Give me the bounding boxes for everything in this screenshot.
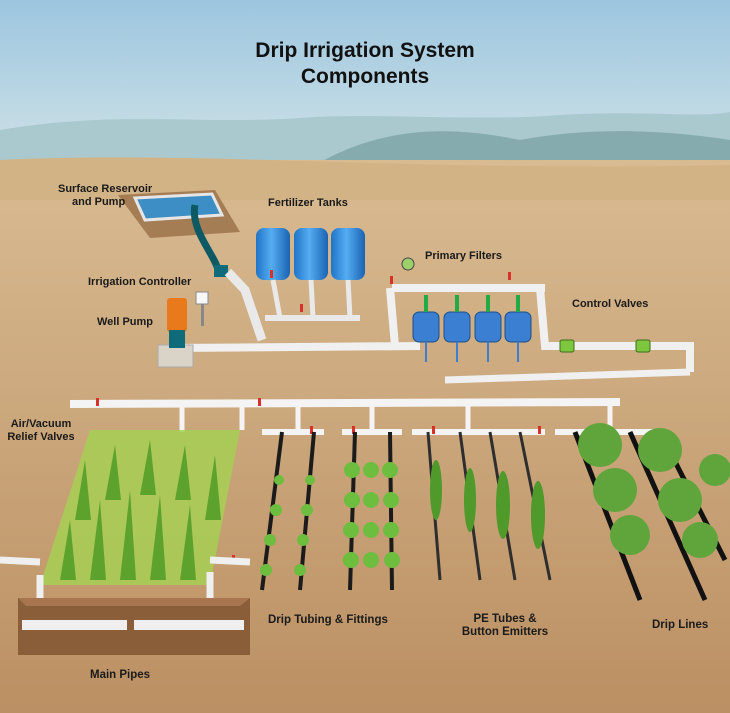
well-pump [157, 298, 194, 368]
drip-line-trees [572, 423, 730, 602]
distribution-header [69, 398, 665, 435]
control-valves [559, 339, 651, 353]
label-primary-filters: Primary Filters [425, 250, 503, 262]
corn-field [40, 430, 240, 585]
label-control-valves: Control Valves [572, 298, 649, 310]
lettuce-plants [260, 462, 400, 576]
irrigation-controller [195, 291, 209, 326]
supply-pipes [174, 268, 694, 384]
label-pe-tubes: PE Tubes & Button Emitters [461, 613, 549, 638]
label-irrigation-controller: Irrigation Controller [88, 276, 192, 288]
title-line-2: Components [300, 65, 430, 88]
main-pipe-trench [0, 556, 251, 655]
title-line-1: Drip Irrigation System [255, 39, 475, 62]
label-air-vacuum-valves: Air/Vacuum Relief Valves [7, 418, 75, 443]
label-fertilizer-tanks: Fertilizer Tanks [268, 197, 348, 209]
label-surface-reservoir: Surface Reservoir and Pump [58, 183, 153, 208]
label-drip-lines: Drip Lines [652, 619, 709, 631]
label-main-pipes: Main Pipes [90, 669, 151, 681]
primary-filters [401, 257, 532, 362]
fertilizer-tanks [256, 228, 365, 321]
label-well-pump: Well Pump [97, 316, 154, 328]
surface-reservoir [118, 190, 240, 277]
pe-tube-vines [426, 431, 552, 581]
label-drip-tubing: Drip Tubing & Fittings [268, 614, 388, 626]
